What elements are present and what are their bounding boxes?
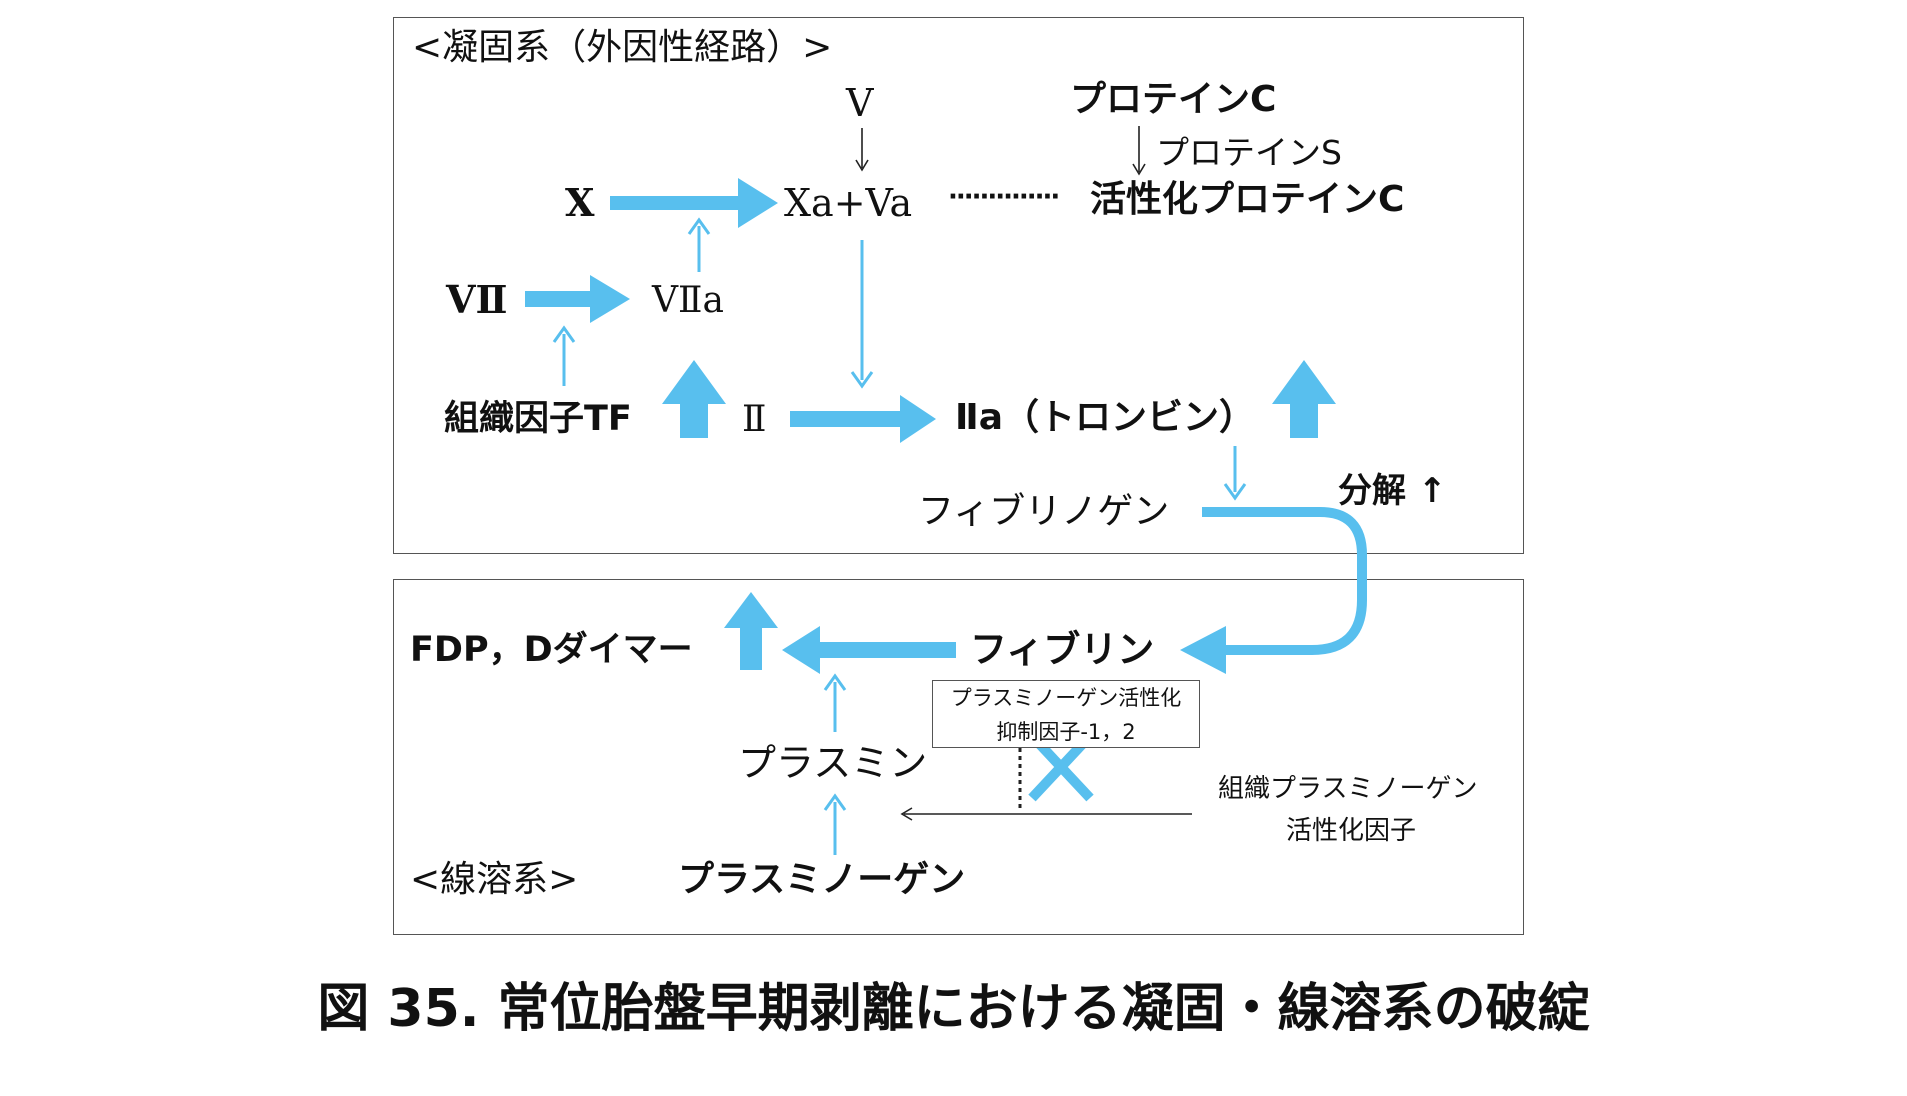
pai-line-2: 抑制因子-1，2 [996, 720, 1136, 744]
pai-box: プラスミノーゲン活性化 抑制因子-1，2 [932, 680, 1200, 748]
activated-protein-c: 活性化プロテインC [1090, 179, 1405, 220]
big-up-arrow-thrombin [1272, 360, 1336, 438]
plasmin: プラスミン [738, 741, 928, 785]
degradation-up: 分解 ↑ [1338, 471, 1447, 511]
factor-viia: VⅡa [652, 280, 724, 321]
factor-xa-va: Xa+Va [784, 181, 913, 225]
arrow-fibrin-to-fdp [782, 626, 956, 674]
factor-x: X [565, 180, 595, 225]
coagulation-panel [393, 17, 1524, 554]
plasminogen: プラスミノーゲン [678, 859, 966, 900]
curve-fibrinogen-to-fibrin [1202, 507, 1367, 655]
protein-c: プロテインC [1070, 79, 1277, 120]
factor-vii: VⅡ [446, 277, 508, 322]
tissue-factor: 組織因子TF [444, 399, 632, 439]
big-up-arrow-fdp [724, 592, 778, 670]
big-up-arrow-tf [662, 360, 726, 438]
thrombin: Ⅱa（トロンビン） [955, 397, 1256, 438]
factor-v: V [846, 81, 874, 125]
fdp-d-dimer: FDP，Dダイマー [410, 630, 693, 670]
fibrinolysis-section-label: <線溶系> [410, 859, 579, 900]
fibrinogen: フィブリノゲン [918, 491, 1170, 532]
fibrinolysis-panel [393, 579, 1524, 935]
pai-line-1: プラスミノーゲン活性化 [950, 686, 1182, 710]
tpa-line-2: 活性化因子 [1286, 816, 1417, 846]
factor-ii: Ⅱ [742, 399, 767, 440]
arrow-ii-to-iia [790, 395, 936, 443]
figure-caption: 図 35. 常位胎盤早期剥離における凝固・線溶系の破綻 [317, 979, 1590, 1039]
arrow-fibrinogen-to-fibrin-head [1180, 626, 1226, 674]
dotted-connector: ·············· [948, 182, 1060, 212]
tpa-line-1: 組織プラスミノーゲン [1218, 774, 1478, 804]
arrow-x-to-xa [610, 178, 778, 228]
coagulation-section-label: <凝固系（外因性経路）> [412, 27, 833, 68]
protein-s: プロテインS [1156, 133, 1342, 172]
fibrin: フィブリン [970, 628, 1155, 671]
arrow-vii-to-viia [525, 275, 630, 323]
